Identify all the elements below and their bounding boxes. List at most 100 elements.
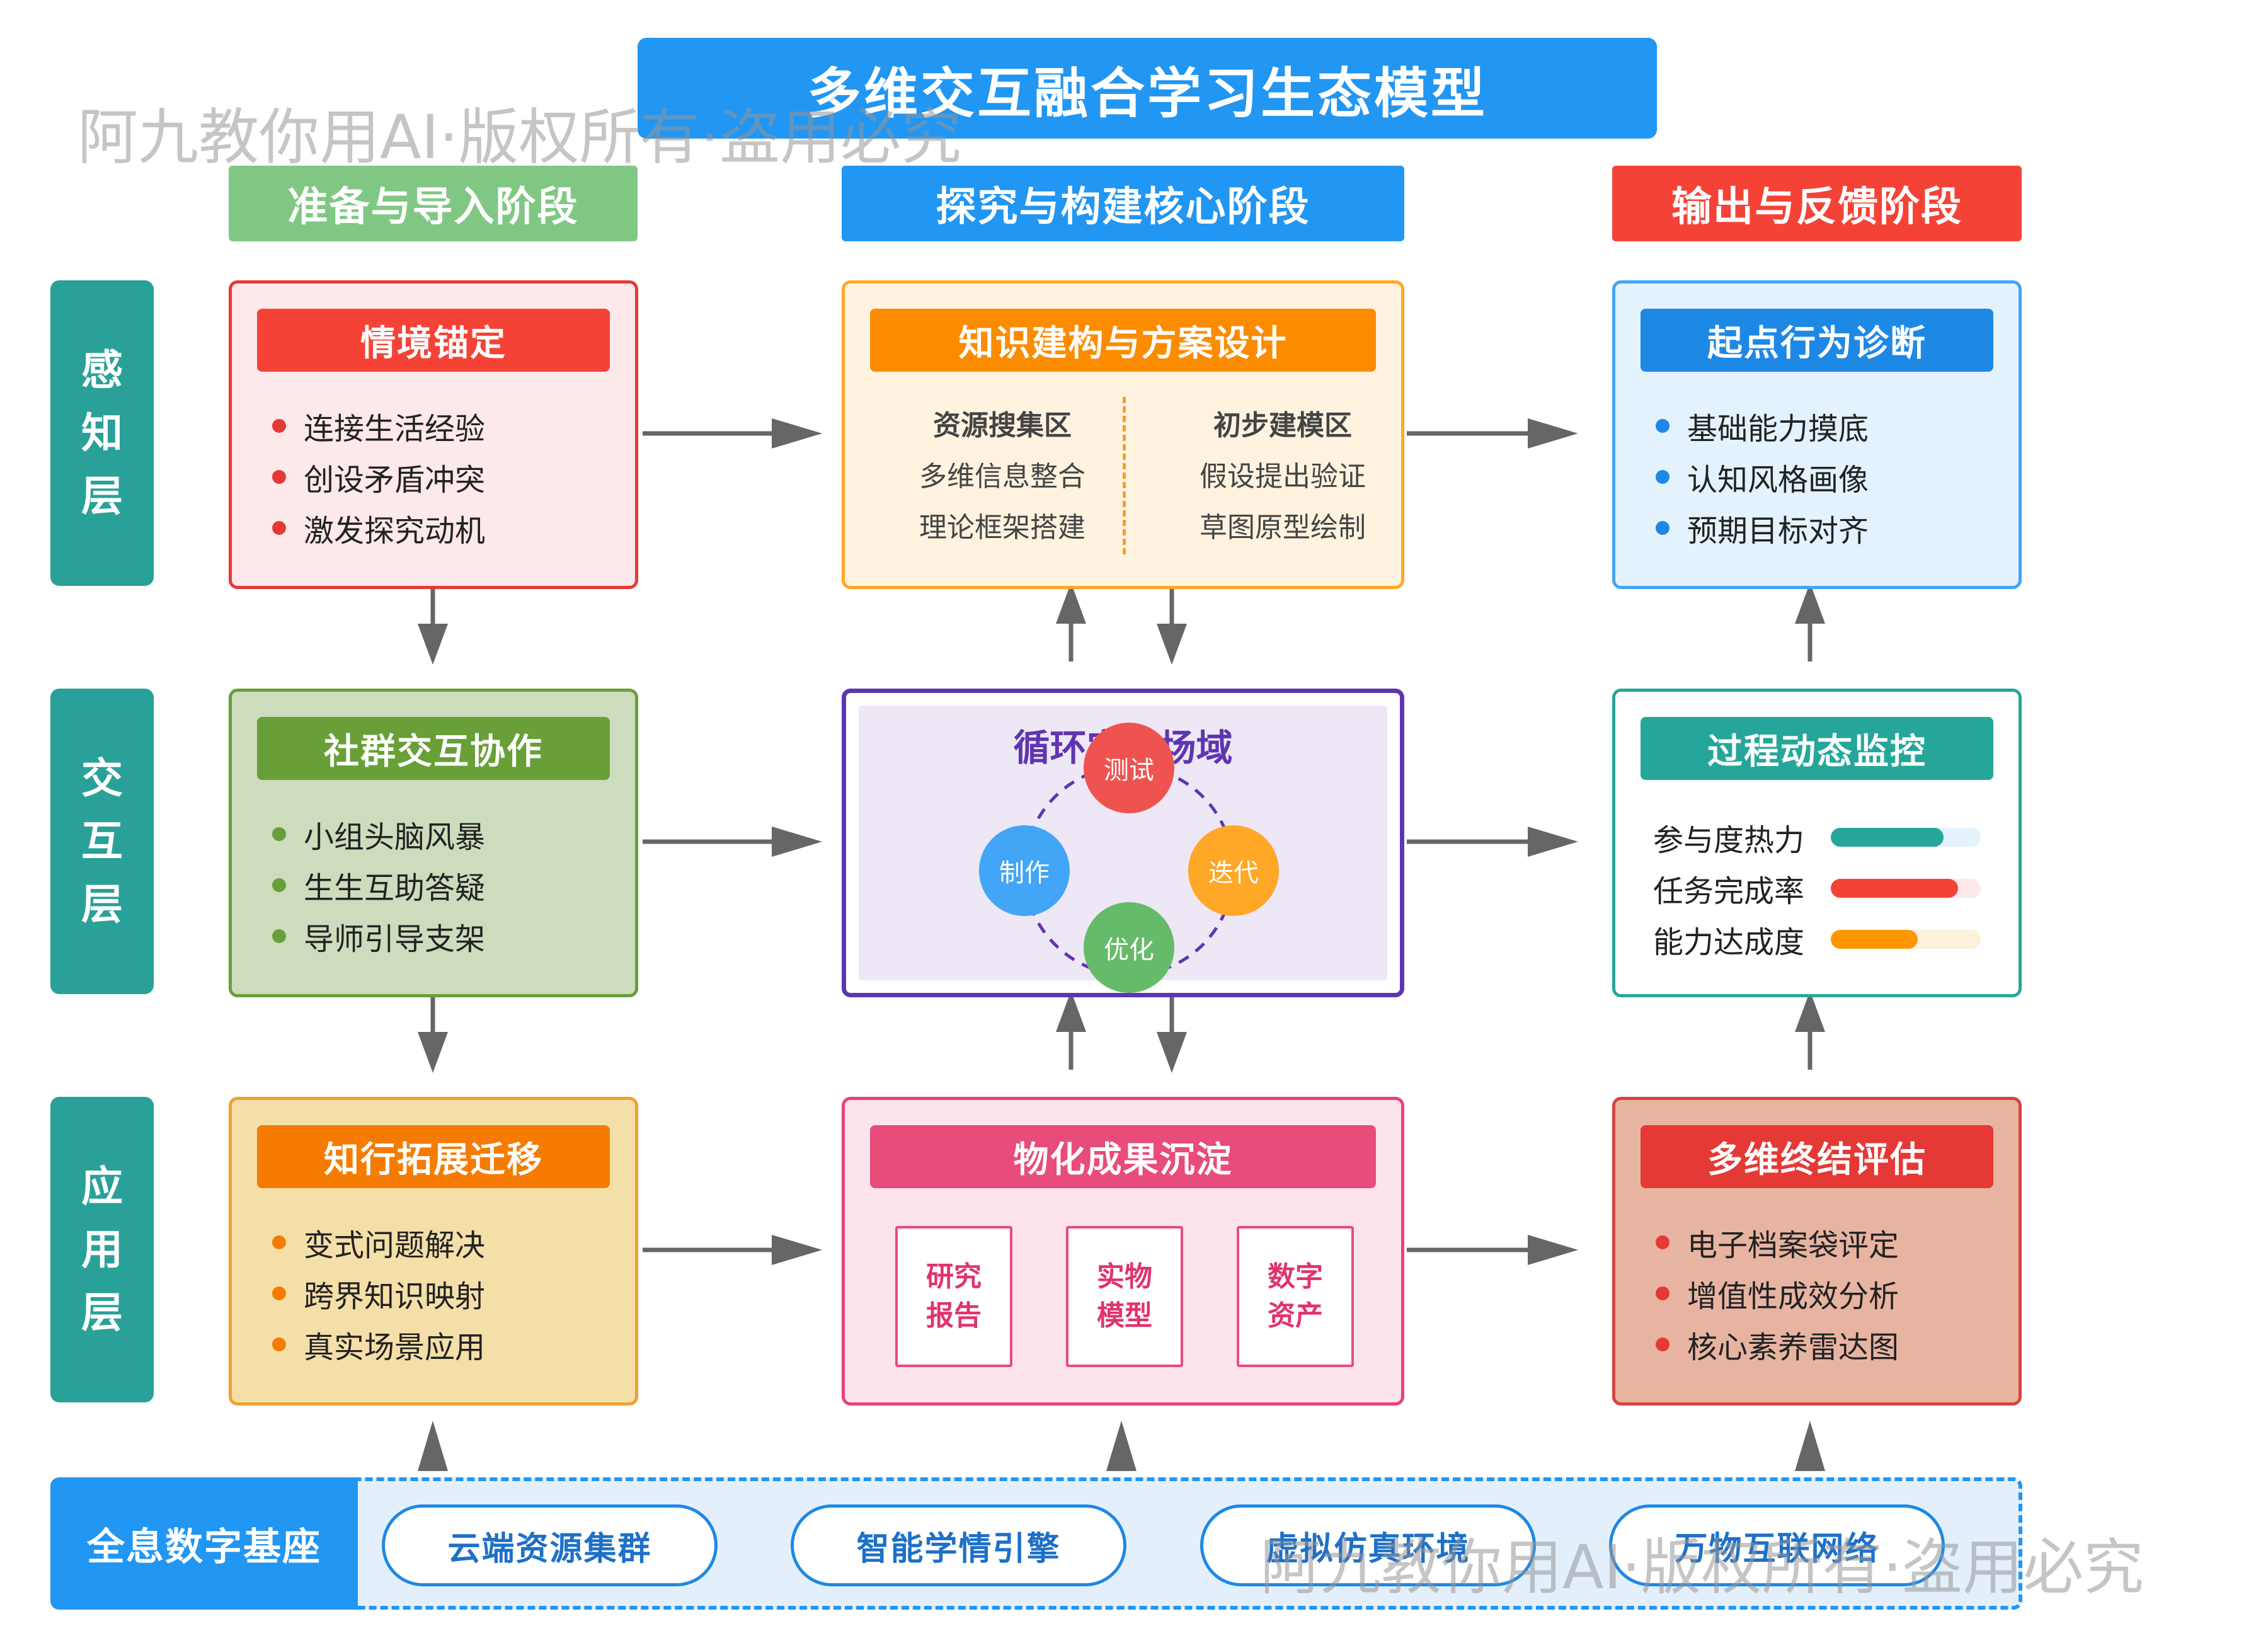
arrowhead	[1528, 418, 1578, 449]
list-item: 预期目标对齐	[1656, 502, 1869, 553]
item-text: 小组头脑风暴	[304, 819, 486, 855]
zone-item: 多维信息整合	[919, 461, 1085, 493]
card-text: 数字	[1268, 1261, 1323, 1293]
page-title: 多维交互融合学习生态模型	[638, 38, 1657, 139]
box-title: 起点行为诊断	[1641, 309, 1993, 372]
list-item: 基础能力摸底	[1656, 400, 1869, 451]
arrowhead	[1528, 827, 1578, 857]
layer-application: 应 用 层	[50, 1097, 154, 1402]
arrowhead	[1795, 1421, 1825, 1471]
card-text: 研究	[926, 1261, 982, 1293]
situation-anchor-box: 情境锚定 连接生活经验 创设矛盾冲突 激发探究动机	[229, 280, 638, 589]
achievement-card-report: 研究 报告	[895, 1226, 1012, 1367]
arrowhead	[1157, 1032, 1187, 1073]
layer-char: 知	[81, 408, 123, 457]
item-text: 真实场景应用	[304, 1329, 486, 1365]
bullet-dot-icon	[272, 1235, 286, 1249]
bullet-dot-icon	[272, 418, 286, 433]
metric-label: 能力达成度	[1653, 924, 1805, 960]
arrowhead	[1056, 991, 1086, 1032]
box-title: 过程动态监控	[1641, 717, 1993, 780]
box-title: 知行拓展迁移	[257, 1125, 610, 1188]
resource-zone: 资源搜集区 多维信息整合 理论框架搭建	[908, 400, 1097, 553]
list-item: 电子档案袋评定	[1656, 1217, 1899, 1268]
list-item: 创设矛盾冲突	[272, 451, 485, 502]
bullet-list: 变式问题解决 跨界知识映射 真实场景应用	[272, 1217, 485, 1370]
pill-iot-network: 万物互联网络	[1609, 1504, 1945, 1586]
item-text: 创设矛盾冲突	[304, 462, 486, 498]
metric-row: 能力达成度	[1653, 914, 1981, 965]
card-text: 报告	[926, 1300, 982, 1332]
metric-track	[1831, 827, 1981, 847]
layer-char: 层	[81, 471, 123, 520]
card-text: 模型	[1097, 1300, 1152, 1332]
phase-core: 探究与构建核心阶段	[842, 166, 1404, 241]
bullet-list: 基础能力摸底 认知风格画像 预期目标对齐	[1656, 400, 1869, 553]
bullet-dot-icon	[1656, 520, 1670, 535]
bullet-list: 电子档案袋评定 增值性成效分析 核心素养雷达图	[1656, 1217, 1899, 1370]
bullet-dot-icon	[272, 520, 286, 535]
zone-heading: 初步建模区	[1213, 410, 1352, 442]
watermark-top: 阿九教你用AI·版权所有·盗用必究	[77, 102, 962, 173]
evaluation-box: 多维终结评估 电子档案袋评定 增值性成效分析 核心素养雷达图	[1612, 1097, 2022, 1406]
metric-fill	[1831, 878, 1959, 898]
arrowhead	[418, 624, 448, 665]
layer-perception: 感 知 层	[50, 280, 154, 586]
box-title: 情境锚定	[257, 309, 610, 372]
metric-label: 任务完成率	[1653, 873, 1805, 909]
list-item: 跨界知识映射	[272, 1268, 485, 1319]
watermark-bottom: 阿九教你用AI·版权所有·盗用必究	[1260, 1532, 2145, 1603]
item-text: 生生互助答疑	[304, 870, 486, 906]
list-item: 连接生活经验	[272, 400, 485, 451]
arrowhead	[418, 1032, 448, 1073]
zone-item: 假设提出验证	[1200, 461, 1366, 493]
list-item: 认知风格画像	[1656, 451, 1869, 502]
knowledge-design-box: 知识建构与方案设计 资源搜集区 多维信息整合 理论框架搭建 初步建模区 假设提出…	[842, 280, 1404, 589]
diagnosis-box: 起点行为诊断 基础能力摸底 认知风格画像 预期目标对齐	[1612, 280, 2022, 589]
list-item: 小组头脑风暴	[272, 808, 485, 859]
item-text: 增值性成效分析	[1687, 1278, 1899, 1314]
list-item: 激发探究动机	[272, 502, 485, 553]
card-text: 资产	[1268, 1300, 1323, 1332]
achievement-card-digital: 数字 资产	[1237, 1226, 1354, 1367]
bullet-dot-icon	[272, 878, 286, 892]
list-item: 导师引导支架	[272, 910, 485, 961]
phase-output: 输出与反馈阶段	[1612, 166, 2022, 241]
item-text: 变式问题解决	[304, 1227, 486, 1263]
bullet-dot-icon	[272, 1286, 286, 1300]
monitor-box: 过程动态监控 参与度热力 任务完成率 能力达成度	[1612, 689, 2022, 997]
metric-fill	[1831, 929, 1918, 949]
pill-cloud-resources: 云端资源集群	[382, 1504, 718, 1586]
layer-char: 层	[81, 879, 123, 929]
bullet-dot-icon	[272, 1337, 286, 1351]
metric-track	[1831, 929, 1981, 949]
bullet-dot-icon	[272, 827, 286, 841]
layer-interaction: 交 互 层	[50, 689, 154, 994]
metric-label: 参与度热力	[1653, 822, 1805, 858]
layer-char: 层	[81, 1288, 123, 1337]
achievement-box: 物化成果沉淀 研究 报告 实物 模型 数字 资产	[842, 1097, 1404, 1406]
box-title: 社群交互协作	[257, 717, 610, 780]
item-text: 连接生活经验	[304, 411, 486, 447]
zone-heading: 资源搜集区	[933, 410, 1072, 442]
item-text: 核心素养雷达图	[1687, 1329, 1899, 1365]
arrowhead	[1056, 583, 1086, 624]
list-item: 变式问题解决	[272, 1217, 485, 1268]
metric-fill	[1831, 827, 1944, 847]
layer-char: 用	[81, 1225, 123, 1274]
cycle-node-optimize: 优化	[1084, 902, 1174, 993]
box-title: 物化成果沉淀	[870, 1125, 1376, 1188]
arrowhead	[772, 827, 822, 857]
arrowhead	[1157, 624, 1187, 665]
layer-char: 交	[81, 753, 123, 803]
arrowhead	[1795, 991, 1825, 1032]
item-text: 基础能力摸底	[1687, 411, 1869, 447]
zone-divider	[1123, 397, 1126, 554]
cycle-node-iterate: 迭代	[1188, 825, 1279, 916]
bullet-list: 连接生活经验 创设矛盾冲突 激发探究动机	[272, 400, 485, 553]
bullet-dot-icon	[272, 929, 286, 943]
phase-preparation: 准备与导入阶段	[229, 166, 638, 241]
item-text: 认知风格画像	[1687, 462, 1869, 498]
box-title: 多维终结评估	[1641, 1125, 1993, 1188]
zone-item: 理论框架搭建	[919, 512, 1085, 544]
